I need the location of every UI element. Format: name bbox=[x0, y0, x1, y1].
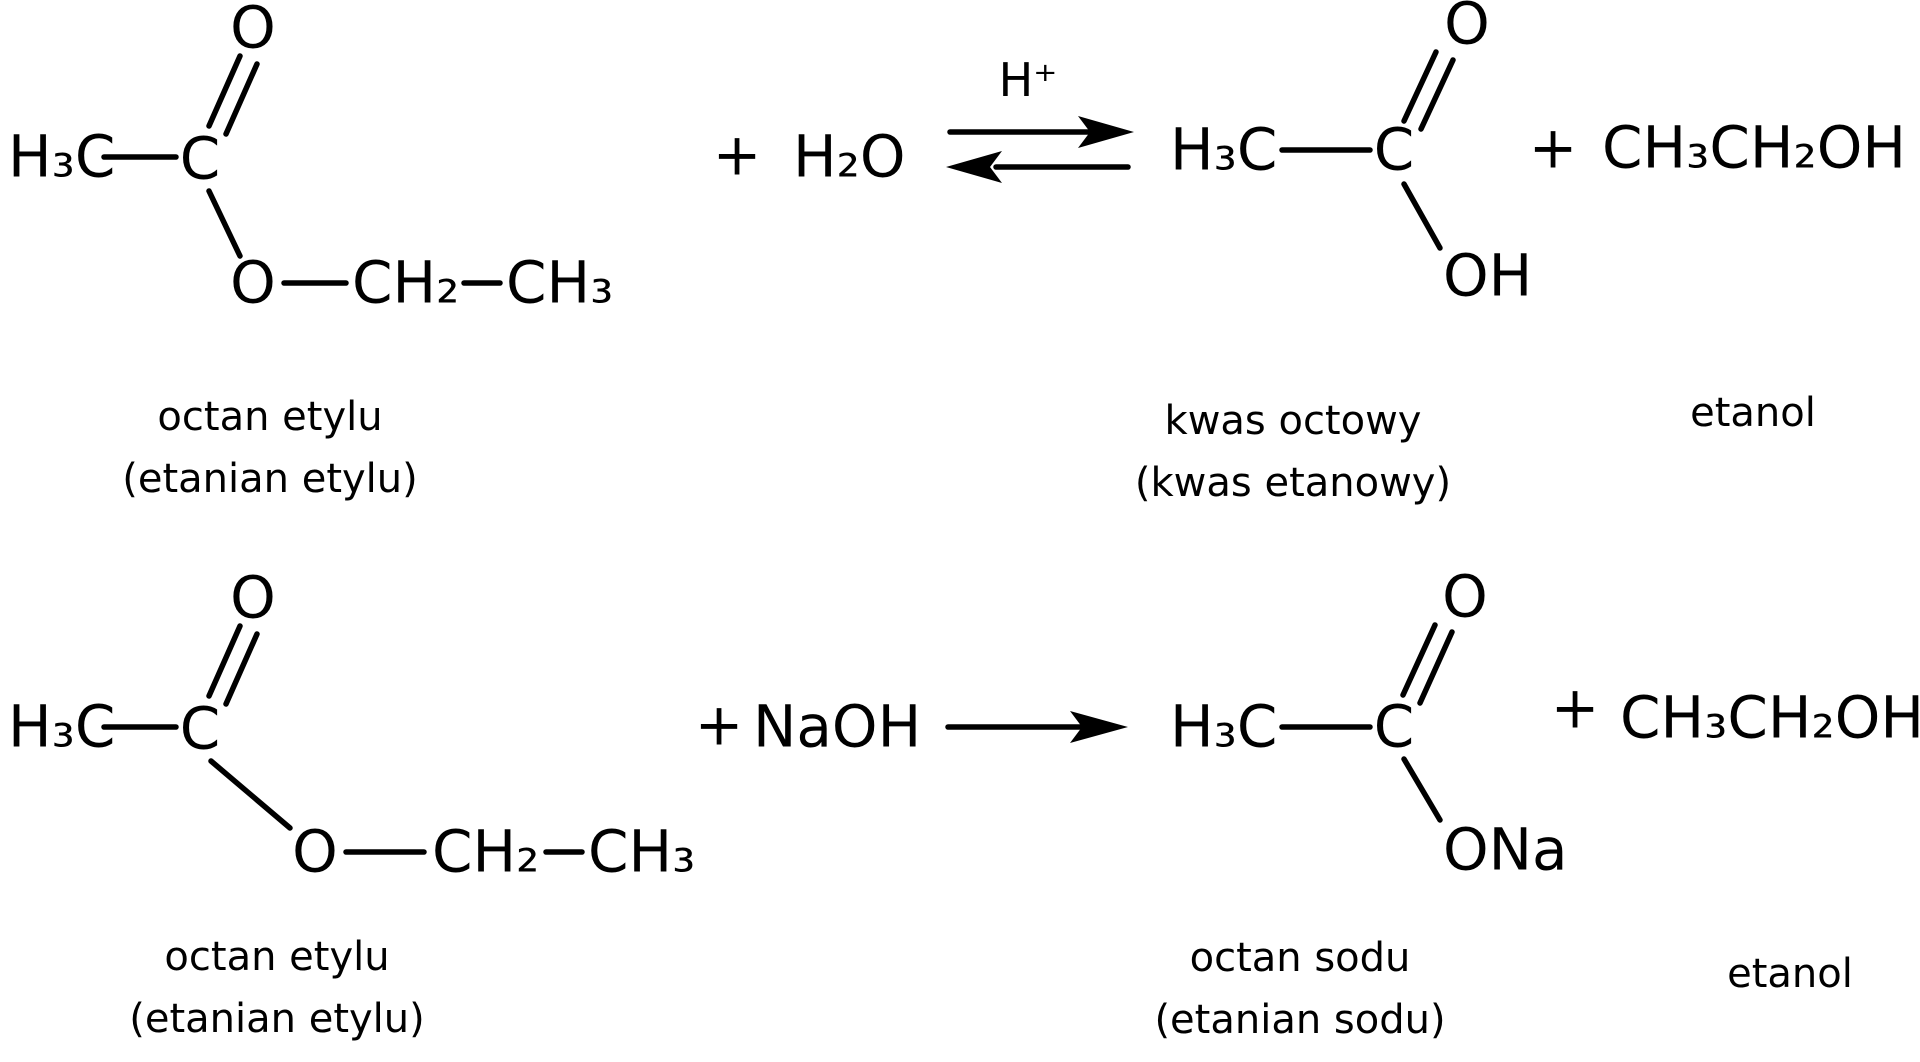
compound-name: octan sodu bbox=[1189, 935, 1411, 981]
methylene-group: CH₂ bbox=[352, 248, 460, 317]
compound-name: etanol bbox=[1690, 390, 1816, 436]
compound-label-ester: octan etylu (etanian etylu) bbox=[122, 386, 418, 510]
acid-bonds-top bbox=[1279, 49, 1456, 251]
compound-name: etanol bbox=[1727, 951, 1853, 997]
ester-oxygen: O bbox=[230, 248, 276, 317]
compound-label-ethanol: etanol bbox=[1727, 943, 1853, 1005]
ethanol-formula: CH₃CH₂OH bbox=[1602, 113, 1906, 182]
ethanol-formula: CH₃CH₂OH bbox=[1620, 683, 1920, 752]
ester-bonds-top bbox=[101, 53, 503, 286]
compound-name: octan etylu bbox=[157, 394, 383, 440]
water-formula: H₂O bbox=[793, 122, 906, 191]
methyl-end-group: CH₃ bbox=[588, 817, 696, 886]
equilibrium-arrow-forward bbox=[947, 116, 1134, 148]
methyl-group: H₃C bbox=[1170, 115, 1278, 184]
compound-label-ethanol: etanol bbox=[1690, 382, 1816, 444]
plus-sign: + bbox=[1528, 113, 1578, 182]
compound-name: octan etylu bbox=[164, 934, 390, 980]
methyl-group: H₃C bbox=[1170, 692, 1278, 761]
plus-sign: + bbox=[694, 690, 744, 759]
ester-bonds-bottom bbox=[101, 623, 585, 855]
compound-name-alt: (etanian sodu) bbox=[1154, 997, 1446, 1043]
reaction-arrow bbox=[945, 711, 1128, 743]
compound-name-alt: (etanian etylu) bbox=[129, 996, 425, 1042]
plus-sign: + bbox=[712, 120, 762, 189]
hydroxyl-group: OH bbox=[1443, 241, 1533, 310]
sodium-oxide-group: ONa bbox=[1443, 815, 1568, 884]
methylene-group: CH₂ bbox=[432, 817, 540, 886]
acid-catalyst-label: H⁺ bbox=[998, 53, 1058, 107]
carbonyl-oxygen: O bbox=[1444, 0, 1490, 58]
ester-oxygen: O bbox=[292, 817, 338, 886]
carbonyl-carbon: C bbox=[179, 694, 221, 763]
plus-sign: + bbox=[1550, 673, 1600, 742]
compound-label-acid: kwas octowy (kwas etanowy) bbox=[1135, 390, 1451, 514]
carbonyl-carbon: C bbox=[1373, 115, 1415, 184]
carbonyl-carbon: C bbox=[1373, 692, 1415, 761]
compound-label-salt: octan sodu (etanian sodu) bbox=[1154, 927, 1445, 1051]
carbonyl-oxygen: O bbox=[230, 563, 276, 632]
compound-name-alt: (kwas etanowy) bbox=[1134, 460, 1452, 506]
carbonyl-carbon: C bbox=[179, 124, 221, 193]
carbonyl-oxygen: O bbox=[1442, 562, 1488, 631]
methyl-group: H₃C bbox=[8, 692, 116, 761]
carbonyl-oxygen: O bbox=[230, 0, 276, 62]
compound-name: kwas octowy bbox=[1164, 398, 1422, 444]
methyl-end-group: CH₃ bbox=[506, 248, 614, 317]
compound-label-ester: octan etylu (etanian etylu) bbox=[129, 926, 425, 1050]
equilibrium-arrow-reverse bbox=[946, 151, 1131, 183]
base-formula: NaOH bbox=[753, 692, 922, 761]
methyl-group: H₃C bbox=[8, 122, 116, 191]
compound-name-alt: (etanian etylu) bbox=[122, 456, 418, 502]
salt-bonds-bottom bbox=[1279, 622, 1455, 823]
